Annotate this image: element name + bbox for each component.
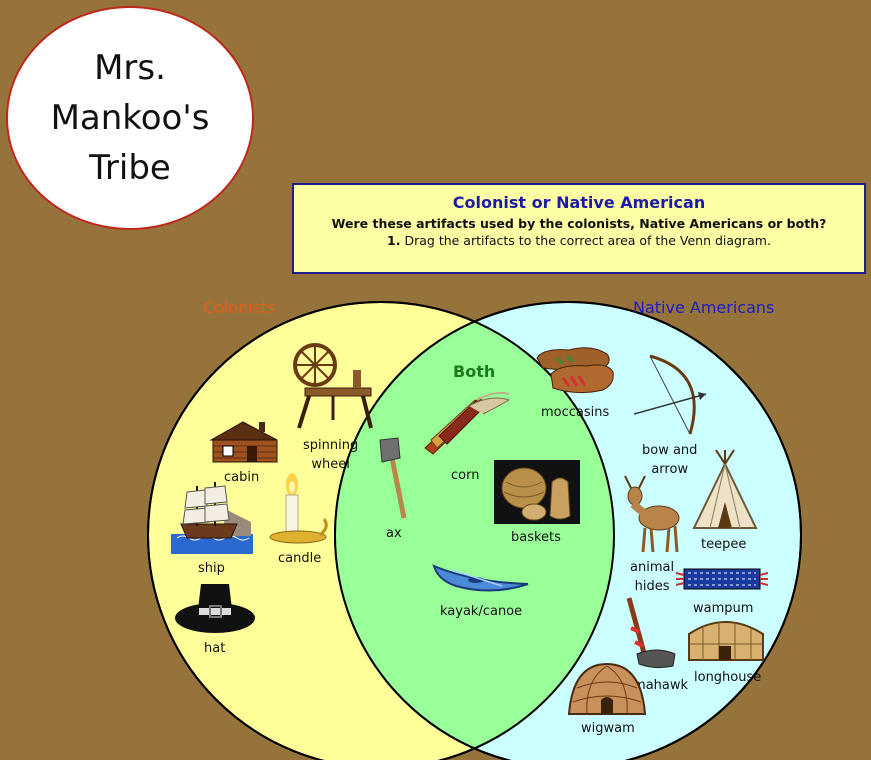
kayak-label: kayak/canoe bbox=[440, 604, 523, 619]
both-heading: Both bbox=[453, 362, 496, 381]
instructions-step: 1. Drag the artifacts to the correct are… bbox=[294, 233, 864, 248]
candle-icon[interactable] bbox=[268, 463, 330, 548]
spinning-wheel-label: spinning wheel bbox=[303, 438, 359, 472]
wigwam-label: wigwam bbox=[581, 721, 635, 736]
corn-label: corn bbox=[451, 468, 480, 483]
instructions-panel: Colonist or Native American Were these a… bbox=[292, 183, 866, 274]
hat-icon[interactable] bbox=[174, 580, 256, 635]
step-number: 1. bbox=[387, 233, 401, 248]
longhouse-label: longhouse bbox=[694, 670, 762, 685]
ax-label: ax bbox=[386, 526, 402, 541]
moccasins-icon[interactable] bbox=[533, 338, 615, 398]
candle-label: candle bbox=[278, 551, 322, 566]
ax-icon[interactable] bbox=[378, 436, 418, 521]
cabin-label: cabin bbox=[224, 470, 260, 485]
teepee-icon[interactable] bbox=[690, 449, 760, 530]
bow-and-arrow-icon[interactable] bbox=[630, 352, 710, 437]
bow-and-arrow-label: bow and arrow bbox=[642, 443, 698, 477]
spinning-wheel-icon[interactable] bbox=[293, 340, 373, 430]
baskets-label: baskets bbox=[511, 530, 561, 545]
colonists-heading: Colonists bbox=[203, 298, 276, 317]
kayak-icon[interactable] bbox=[432, 560, 530, 600]
class-title-circle: Mrs. Mankoo's Tribe bbox=[6, 6, 254, 230]
step-text: Drag the artifacts to the correct area o… bbox=[404, 233, 771, 248]
instructions-question: Were these artifacts used by the colonis… bbox=[331, 216, 827, 231]
teepee-label: teepee bbox=[701, 537, 747, 552]
wigwam-icon[interactable] bbox=[567, 660, 647, 716]
instructions-heading: Colonist or Native American bbox=[452, 193, 706, 212]
animal-hides-icon[interactable] bbox=[619, 474, 685, 554]
tomahawk-icon[interactable] bbox=[617, 592, 677, 672]
class-title: Mrs. Mankoo's Tribe bbox=[50, 48, 210, 188]
native-americans-heading: Native Americans bbox=[633, 298, 775, 317]
hat-label: hat bbox=[204, 641, 226, 656]
wampum-label: wampum bbox=[693, 601, 754, 616]
both-overlap[interactable] bbox=[335, 302, 801, 760]
animal-hides-label: animal hides bbox=[630, 560, 675, 594]
corn-icon[interactable] bbox=[421, 390, 511, 460]
moccasins-label: moccasins bbox=[541, 405, 610, 420]
ship-label: ship bbox=[198, 561, 225, 576]
baskets-icon[interactable] bbox=[494, 460, 580, 524]
ship-icon[interactable] bbox=[171, 480, 253, 555]
cabin-icon[interactable] bbox=[203, 418, 283, 464]
longhouse-icon[interactable] bbox=[685, 614, 767, 664]
wampum-icon[interactable] bbox=[675, 565, 769, 595]
